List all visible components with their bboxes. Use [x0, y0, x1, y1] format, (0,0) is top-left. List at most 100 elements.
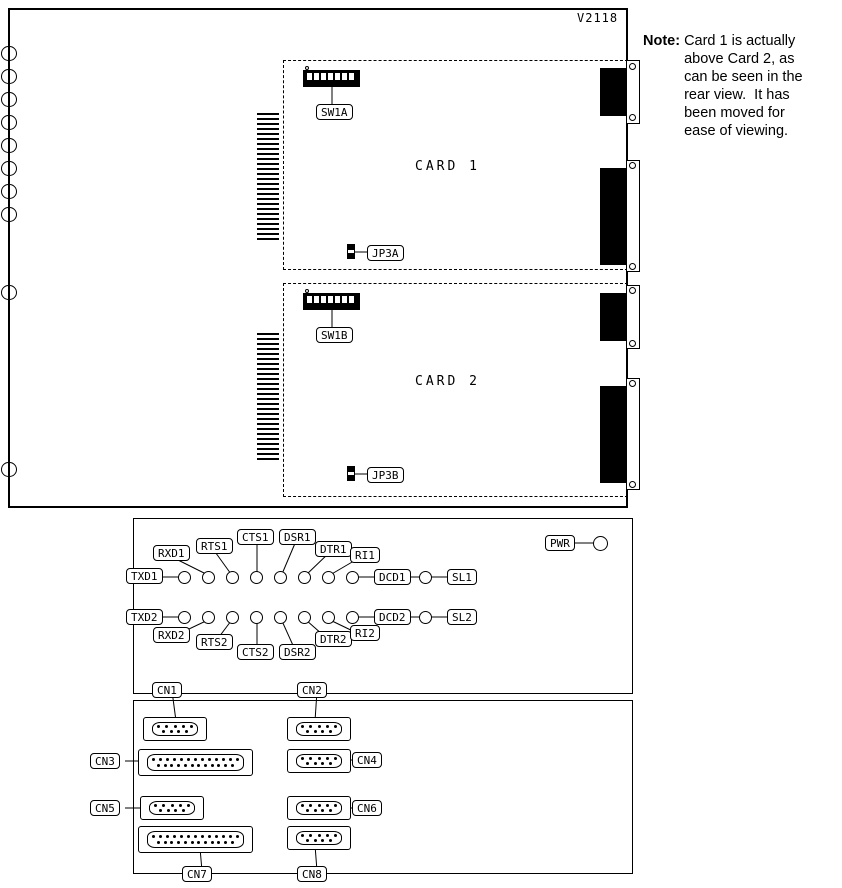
cn4-connector-face [296, 754, 342, 768]
pin-dot [210, 840, 214, 844]
connector-screw [629, 263, 636, 270]
pin-dot [313, 761, 317, 765]
dsr1-label: DSR1 [279, 529, 316, 545]
pin-dot [222, 835, 225, 839]
pin-dot [224, 763, 228, 767]
pin-dot [317, 725, 321, 729]
pin-dot [187, 758, 190, 762]
pin-dot [177, 729, 181, 733]
rxd2-label: RXD2 [153, 627, 190, 643]
pin-dot [301, 725, 304, 729]
pin-dot [230, 763, 234, 767]
pin-dot [169, 729, 173, 733]
pin-dot [328, 808, 332, 812]
txd2-label: TXD2 [126, 609, 163, 625]
card1-rear-connector2-body [600, 168, 630, 265]
rts1-label: RTS1 [196, 538, 233, 554]
card2-title: CARD 2 [415, 374, 480, 389]
cn6-connector [287, 796, 351, 820]
cn2-connector [287, 717, 351, 741]
pin-dot [301, 834, 304, 838]
led-txd1 [178, 571, 191, 584]
dip-switch-position [335, 73, 340, 80]
note-label: Note: [643, 33, 681, 49]
cts1-label: CTS1 [237, 529, 274, 545]
pin-dot [190, 840, 194, 844]
pin-dot [152, 835, 155, 839]
pin-dot [317, 757, 321, 761]
pin-dot [215, 835, 218, 839]
pin-dot [174, 808, 178, 812]
pin-dot [334, 834, 337, 838]
cn7-connector-face [147, 831, 244, 848]
card2-outline [283, 283, 628, 497]
dtr2-label: DTR2 [315, 631, 352, 647]
led-sl2 [419, 611, 432, 624]
card2-edge-connector [257, 333, 279, 461]
connector-screw [629, 63, 636, 70]
sw1a-dip-switch [303, 70, 360, 87]
pin-dot [321, 729, 325, 733]
card1-rear-connector2-face [626, 160, 640, 272]
pin-dot [317, 834, 321, 838]
cn1-connector-face [152, 722, 198, 736]
note-line: above Card 2, as [684, 51, 795, 67]
card2-rear-connector2-face [626, 378, 640, 490]
rts2-label: RTS2 [196, 634, 233, 650]
pin-dot [184, 729, 188, 733]
cn4-label: CN4 [352, 752, 382, 768]
pin-dot [222, 758, 225, 762]
note-line: rear view. It has [684, 87, 790, 103]
board-version-label: V2118 [577, 11, 619, 25]
sw1b-pin1-marker [305, 289, 309, 293]
pin-dot [217, 840, 221, 844]
pin-dot [178, 804, 182, 808]
pin-dot [194, 835, 197, 839]
pin-dot [334, 757, 337, 761]
pin-dot [157, 725, 160, 729]
dsr2-label: DSR2 [279, 644, 316, 660]
led-panel-outline [133, 518, 633, 694]
led-pwr [593, 536, 608, 551]
pin-dot [183, 840, 187, 844]
pin-dot [328, 761, 332, 765]
sl1-label: SL1 [447, 569, 477, 585]
card1-rear-connector1-body [600, 68, 630, 116]
pin-dot [187, 804, 190, 808]
pin-dot [301, 757, 304, 761]
dip-switch-position [342, 73, 347, 80]
pin-dot [229, 758, 232, 762]
pin-dot [328, 729, 332, 733]
pin-dot [180, 835, 183, 839]
pin-dot [170, 804, 174, 808]
jp3a-label: JP3A [367, 245, 404, 261]
pin-dot [194, 758, 197, 762]
pin-dot [170, 763, 174, 767]
cn2-label: CN2 [297, 682, 327, 698]
cn5-connector-face [149, 801, 195, 815]
pin-dot [159, 808, 162, 812]
pin-dot [183, 763, 187, 767]
pin-dot [325, 725, 329, 729]
pin-dot [313, 729, 317, 733]
jp3b-jumper [347, 466, 355, 481]
cn3-connector-face [147, 754, 244, 771]
led-sl1 [419, 571, 432, 584]
pin-dot [173, 835, 176, 839]
cn4-connector [287, 749, 351, 773]
sw1b-label: SW1B [316, 327, 353, 343]
card2-rear-connector2-body [600, 386, 630, 483]
connector-screw [629, 162, 636, 169]
pin-dot [313, 808, 317, 812]
note-line: can be seen in the [684, 69, 803, 85]
pin-dot [317, 804, 321, 808]
note-text: Card 1 is actually above Card 2, as can … [684, 32, 803, 140]
cn8-label: CN8 [297, 866, 327, 882]
cn7-connector [138, 826, 253, 853]
dip-switch-position [307, 296, 312, 303]
pin-dot [201, 835, 204, 839]
cts2-label: CTS2 [237, 644, 274, 660]
pin-dot [306, 838, 309, 842]
note-line: been moved for [684, 105, 785, 121]
